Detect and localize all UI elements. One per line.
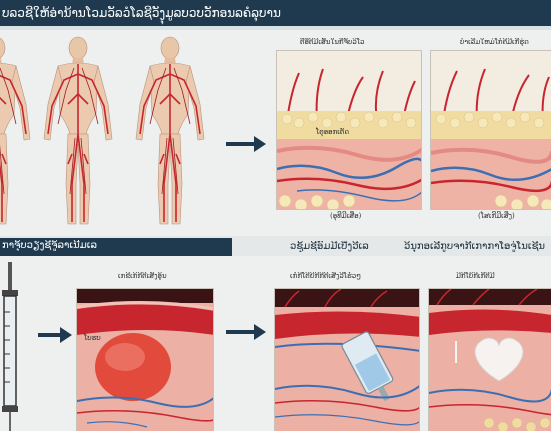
panel-title: ີເກຂີເກິກີຕີເສັງອູ້ນ <box>118 272 167 280</box>
panel-title: ຸມີກີໂບ້ກີເກີ່ຕີມີ <box>456 272 495 280</box>
panel-title: ູ້ຕືອີ່ຕີມີເສັ້ນໃນກີ່ຈັບວິໂວ <box>300 38 365 46</box>
human-figures <box>0 36 205 225</box>
page-banner: ຸບລວຊີໃຫ້ອ່ານ້ານໂວມວັລວໍໂລຊີວັງຸມູລບວບວັ… <box>0 0 551 26</box>
heart-icon <box>474 337 524 382</box>
arrow-right-icon <box>226 136 266 152</box>
tissue-cross-section <box>431 51 551 209</box>
section-heading-left: ຸກາຈຸ້ບວຽງຊີຈູ້ລາເນີມເລ <box>2 240 97 251</box>
tissue-panel-1 <box>276 50 422 210</box>
tissue-panel-2 <box>430 50 551 210</box>
panel-caption: (ອຸທີມີເສື່ອ) <box>330 212 362 220</box>
vessel-panel-3 <box>428 288 551 431</box>
human-figure-icon <box>135 36 205 225</box>
section-heading-mid: ວຊຸ້ມຊີອົມມີເບີ່ງວີເລ <box>290 241 369 252</box>
section-heading-right: ວິນຸກອເລີກູບຈາກີເກາກາໂອຈູ່ໂນເຊີນ <box>404 241 546 252</box>
panel-label: ໂບຮບ <box>84 334 101 342</box>
vessel-panel-2 <box>274 288 420 431</box>
vessel-panel-1 <box>76 288 214 431</box>
arrow-right-icon <box>226 324 266 340</box>
panel-title: ີເກໍ່ກີໂຕີຍີກີກີຕີເສີ່ງວີໂຮໍ່ວໆ <box>290 272 361 280</box>
panel-caption: (ໂສເກີມີເສີ່ງ) <box>478 212 515 220</box>
human-figure-icon <box>43 36 113 225</box>
header-divider <box>0 26 551 30</box>
syringe-icon <box>2 262 18 431</box>
tissue-cross-section <box>277 51 421 209</box>
blood-vessel-section <box>275 289 419 431</box>
arrow-right-icon <box>38 327 72 343</box>
panel-title: ບໍາເລີ່ມໃຫມ່ໂກໍຕີມີເກີ່ຮຸ່ດ <box>460 38 529 46</box>
human-figure-icon <box>0 36 31 225</box>
blood-vessel-section <box>429 289 551 431</box>
page-title: ຸບລວຊີໃຫ້ອ່ານ້ານໂວມວັລວໍໂລຊີວັງຸມູລບວບວັ… <box>2 6 281 20</box>
section-bar-left <box>0 238 232 256</box>
panel-sublabel: ໂຕຸອອກເຕັດ <box>316 128 350 136</box>
blood-vessel-section <box>77 289 213 431</box>
